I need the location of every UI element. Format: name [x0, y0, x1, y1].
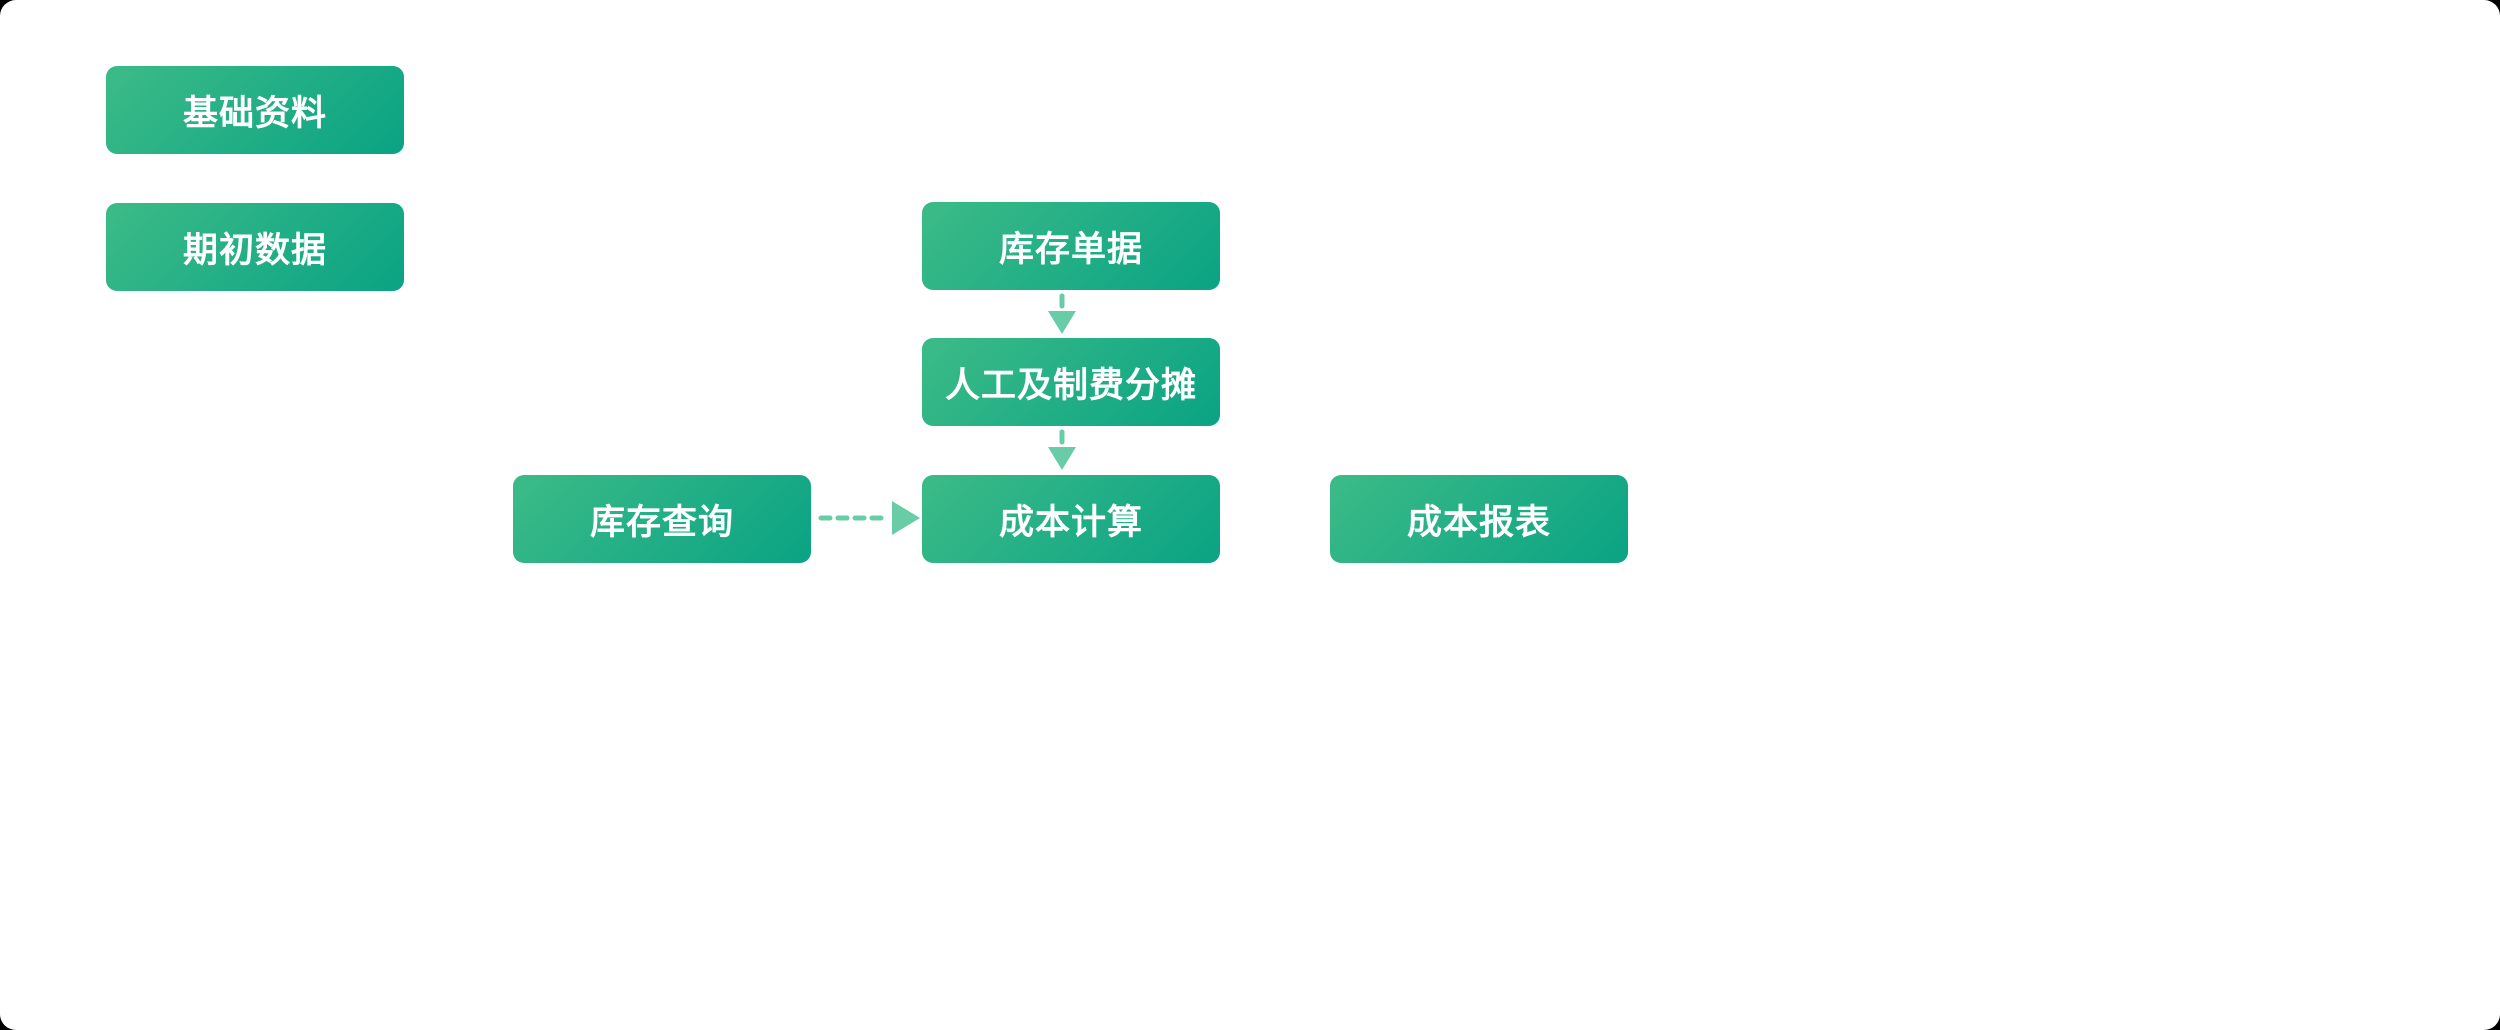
node-labor-allocation-label: 人工及制费分摊 — [944, 365, 1197, 405]
node-basic-data[interactable]: 基础资料 — [106, 66, 404, 154]
arrow-down-icon — [1048, 447, 1076, 470]
arrow-inventory-documents-to-labor-allocation — [1048, 293, 1076, 334]
node-cost-calculation-label: 成本计算 — [998, 502, 1143, 542]
node-inventory-documents[interactable]: 库存单据 — [922, 202, 1220, 290]
node-opening-data-label: 期初数据 — [182, 230, 327, 270]
arrow-right-icon — [892, 501, 920, 535]
node-cost-reports-label: 成本报表 — [1406, 502, 1551, 542]
node-inventory-query-label: 库存查询 — [589, 502, 734, 542]
arrow-down-icon — [1048, 311, 1076, 334]
node-basic-data-label: 基础资料 — [182, 93, 327, 133]
arrow-labor-allocation-to-cost-calculation — [1048, 429, 1076, 470]
node-labor-allocation[interactable]: 人工及制费分摊 — [922, 338, 1220, 426]
node-cost-calculation[interactable]: 成本计算 — [922, 475, 1220, 563]
arrow-inventory-query-to-cost-calculation — [818, 501, 920, 535]
node-inventory-query[interactable]: 库存查询 — [513, 475, 811, 563]
node-cost-reports[interactable]: 成本报表 — [1330, 475, 1628, 563]
node-inventory-documents-label: 库存单据 — [998, 229, 1143, 269]
node-opening-data[interactable]: 期初数据 — [106, 203, 404, 291]
